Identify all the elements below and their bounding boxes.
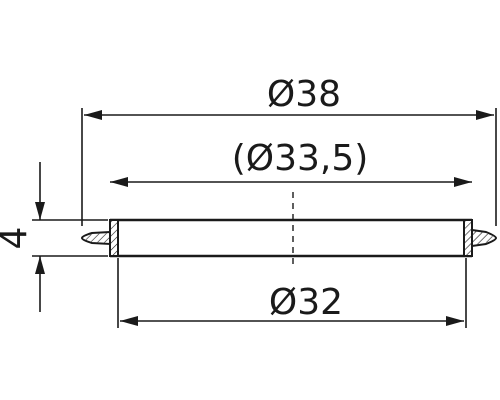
height-arrow-top	[35, 202, 45, 220]
height-label: 4	[0, 227, 35, 250]
height-dimension: 4	[0, 162, 108, 312]
gasket-section-left-hatch	[111, 221, 117, 255]
height-arrow-bottom	[35, 256, 45, 274]
reference-arrow-left	[110, 177, 128, 187]
gasket-section-right-hatch	[465, 221, 471, 255]
reference-arrow-right	[454, 177, 472, 187]
outer-arrow-left	[84, 110, 102, 120]
gasket-lip-right-hatch	[473, 231, 494, 245]
outer-arrow-right	[476, 110, 494, 120]
outer-diameter-dimension: Ø38	[81, 74, 497, 226]
inner-arrow-right	[446, 316, 464, 326]
inner-arrow-left	[120, 316, 138, 326]
inner-diameter-label: Ø32	[269, 282, 343, 323]
reference-diameter-label: (Ø33,5)	[232, 138, 369, 179]
outer-diameter-label: Ø38	[267, 74, 341, 115]
inner-diameter-dimension: Ø32	[117, 258, 467, 328]
reference-diameter-dimension: (Ø33,5)	[110, 138, 472, 187]
gasket-body	[80, 218, 498, 258]
gasket-lip-left-hatch	[84, 233, 109, 243]
